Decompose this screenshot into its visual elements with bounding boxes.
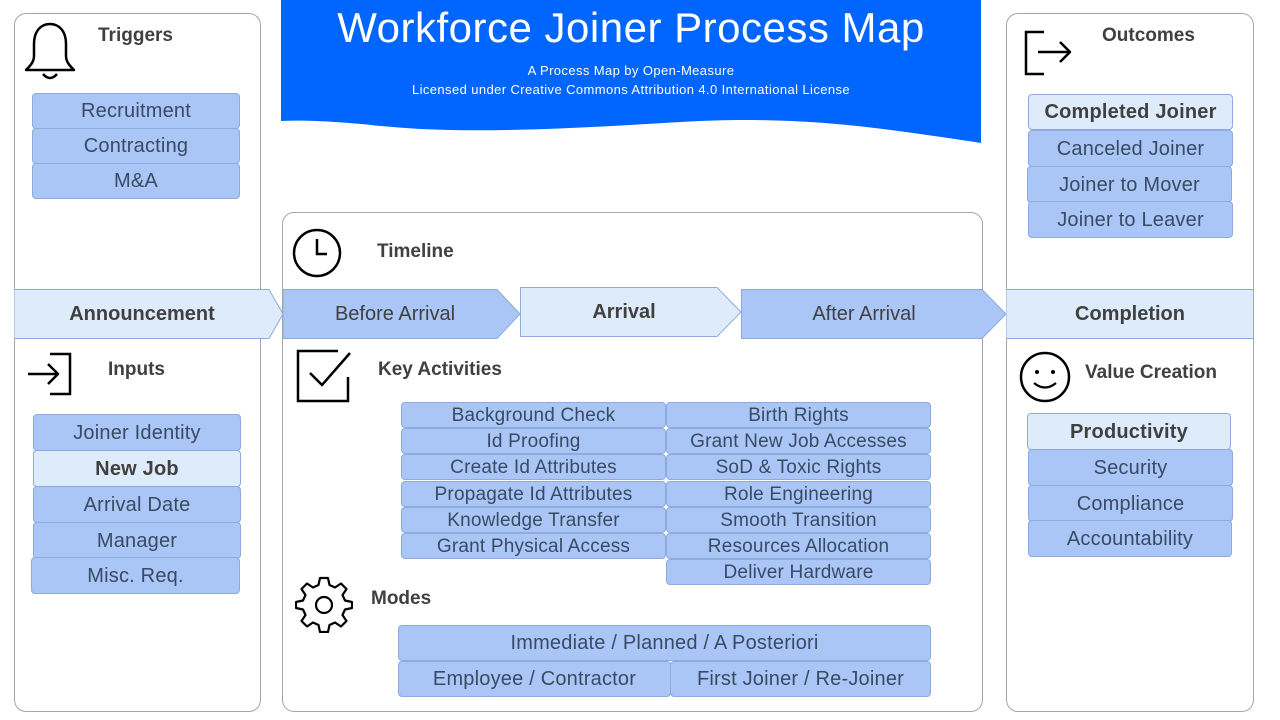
phase-after-arrival: After Arrival	[741, 289, 1007, 339]
activity-item: Background Check	[401, 402, 666, 428]
key-activities-title: Key Activities	[378, 359, 502, 380]
activity-item: Create Id Attributes	[401, 454, 666, 480]
activity-item: Role Engineering	[666, 481, 931, 507]
activity-item: Birth Rights	[666, 402, 931, 428]
input-item: Manager	[33, 522, 241, 559]
trigger-item: Recruitment	[32, 93, 240, 129]
outcome-item: Completed Joiner	[1028, 94, 1233, 130]
page-subtitle: A Process Map by Open-Measure	[527, 63, 735, 78]
phase-label: Completion	[1075, 302, 1185, 325]
input-item: Misc. Req.	[31, 557, 240, 594]
input-item: Joiner Identity	[33, 414, 241, 451]
phase-label: After Arrival	[812, 302, 916, 325]
outcome-item: Canceled Joiner	[1028, 130, 1233, 167]
inputs-title: Inputs	[108, 359, 165, 380]
activity-item: SoD & Toxic Rights	[666, 454, 931, 480]
checkbox-icon	[294, 347, 354, 410]
gear-icon	[294, 575, 354, 638]
value-item: Security	[1028, 449, 1233, 486]
trigger-item: Contracting	[32, 128, 240, 164]
activity-item: Id Proofing	[401, 428, 666, 454]
activity-item: Resources Allocation	[666, 533, 931, 559]
page-title: Workforce Joiner Process Map	[337, 4, 925, 51]
bell-icon	[22, 20, 78, 87]
phase-announcement: Announcement	[14, 289, 284, 339]
activity-item: Smooth Transition	[666, 507, 931, 533]
phase-label: Before Arrival	[334, 302, 456, 325]
smiley-icon	[1018, 350, 1072, 409]
input-item: Arrival Date	[33, 486, 241, 523]
mode-item: Employee / Contractor	[398, 661, 671, 697]
title-banner: Workforce Joiner Process Map A Process M…	[281, 0, 981, 150]
phase-before-arrival: Before Arrival	[283, 289, 521, 339]
activity-item: Deliver Hardware	[666, 559, 931, 585]
phase-arrival: Arrival	[520, 287, 742, 337]
timeline-title: Timeline	[377, 241, 454, 262]
outcome-item: Joiner to Mover	[1027, 166, 1232, 203]
phase-completion: Completion	[1006, 289, 1254, 339]
banner-shape	[281, 0, 981, 143]
mode-item: First Joiner / Re-Joiner	[670, 661, 931, 697]
license-text: Licensed under Creative Commons Attribut…	[411, 82, 851, 97]
trigger-item: M&A	[32, 163, 240, 199]
value-item: Productivity	[1027, 413, 1231, 450]
mode-item: Immediate / Planned / A Posteriori	[398, 625, 931, 661]
activity-item: Grant Physical Access	[401, 533, 666, 559]
phase-label: Arrival	[592, 300, 656, 323]
activity-item: Knowledge Transfer	[401, 507, 666, 533]
enter-icon	[24, 350, 76, 405]
activity-item: Grant New Job Accesses	[666, 428, 931, 454]
triggers-title: Triggers	[98, 25, 173, 46]
outcome-item: Joiner to Leaver	[1028, 201, 1233, 238]
clock-icon	[291, 227, 343, 284]
activity-item: Propagate Id Attributes	[401, 481, 666, 507]
phase-label: Announcement	[69, 302, 215, 325]
value-item: Compliance	[1028, 485, 1233, 522]
input-item: New Job	[33, 450, 241, 487]
modes-title: Modes	[371, 588, 432, 609]
value-creation-title: Value Creation	[1085, 362, 1217, 383]
exit-icon	[1022, 28, 1074, 83]
outcomes-title: Outcomes	[1102, 25, 1195, 46]
value-item: Accountability	[1028, 520, 1232, 557]
